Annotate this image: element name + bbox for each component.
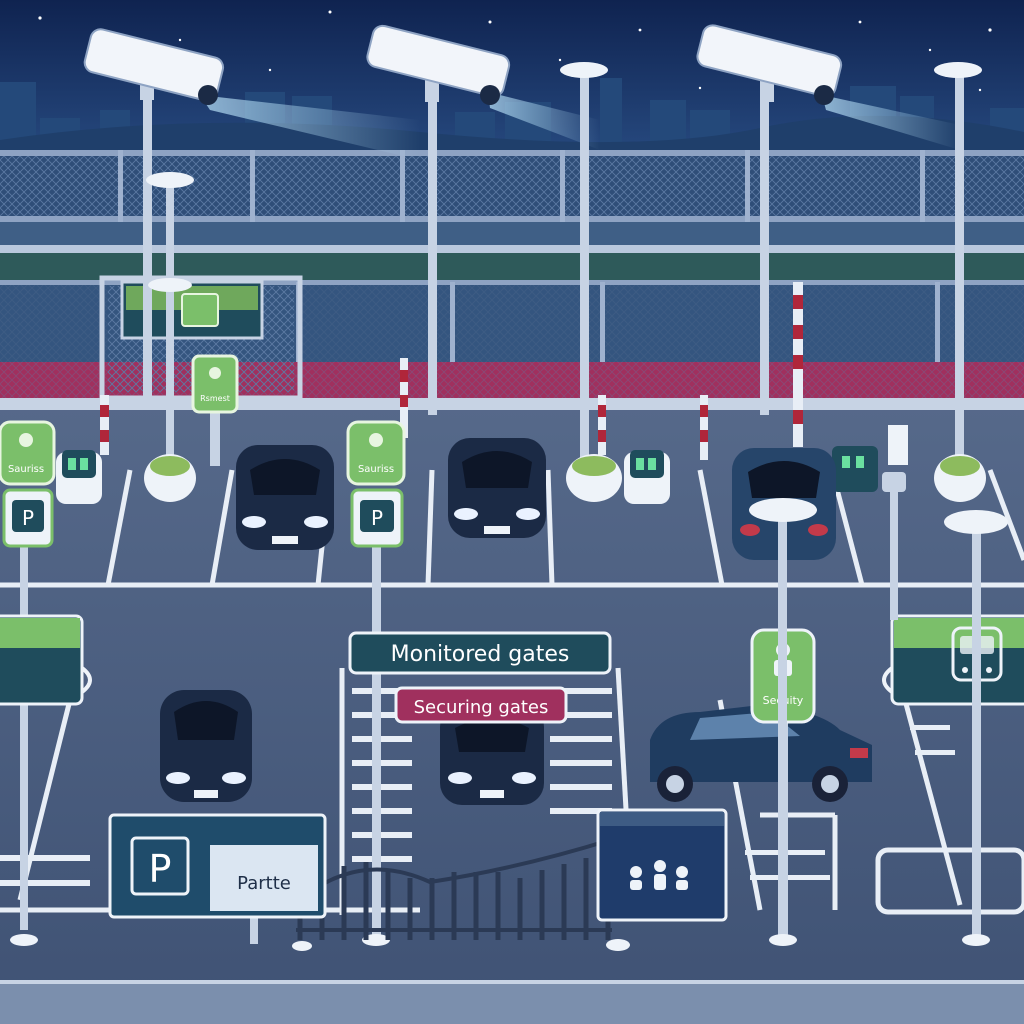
svg-text:P: P (371, 506, 383, 530)
small-sign-post: Rsmest (191, 354, 239, 466)
ticket-machines (56, 425, 908, 504)
parking-p-icon: P (149, 847, 172, 891)
barrier-posts (100, 282, 803, 460)
people-sign (596, 808, 728, 951)
bus-stop-sign-left (0, 614, 92, 706)
car-bottom-2 (440, 705, 544, 805)
parking-p-icon: P (350, 488, 404, 946)
svg-text:P: P (22, 506, 34, 530)
security-camera-icon (696, 24, 960, 150)
monitored-gates-sign: Monitored gates (348, 631, 612, 675)
parking-sign-board: P Partte (108, 813, 327, 944)
car-top-2 (448, 438, 546, 538)
security-sign: Secuity (750, 628, 816, 946)
svg-text:Sauriss: Sauriss (358, 464, 394, 475)
small-sign-mid: Sauriss (346, 420, 406, 486)
svg-text:Rsmest: Rsmest (200, 394, 230, 403)
small-sign-left: Sauriss (0, 420, 56, 486)
car-bottom-1 (160, 690, 252, 802)
planters (144, 454, 986, 502)
car-side (650, 705, 872, 802)
svg-text:Partte: Partte (237, 873, 291, 894)
car-top-1 (236, 445, 334, 550)
security-camera-icon (83, 28, 420, 160)
lamp-posts (143, 62, 982, 470)
stars (38, 10, 992, 92)
securing-gates-sign: Securing gates (394, 686, 568, 724)
security-camera-icon (366, 24, 600, 150)
svg-text:Securing gates: Securing gates (414, 697, 549, 718)
svg-text:Monitored gates: Monitored gates (391, 642, 570, 667)
front-lamp-posts (749, 472, 1008, 946)
svg-text:Sauriss: Sauriss (8, 464, 44, 475)
people-icon (630, 860, 688, 890)
parking-lines-top (0, 469, 1024, 588)
parking-p-icon: P (2, 488, 54, 946)
